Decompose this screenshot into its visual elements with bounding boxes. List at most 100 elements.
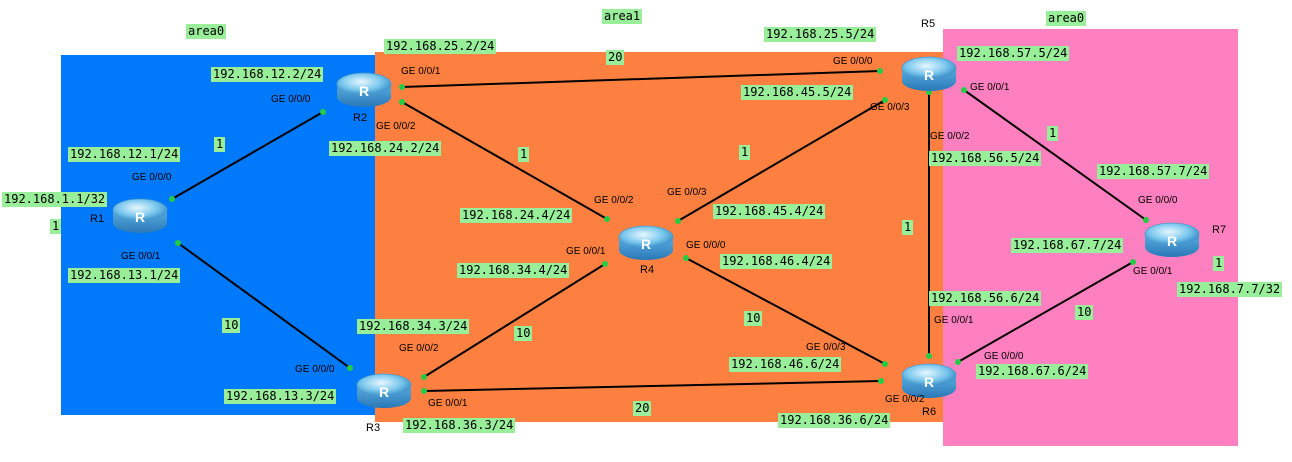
ip-r1-g000: 192.168.12.1/24: [68, 147, 181, 162]
port-r6-g002: GE 0/0/2: [885, 394, 925, 405]
ip-r6-g002: 192.168.36.6/24: [778, 413, 891, 428]
port-dot: [421, 388, 427, 394]
port-r2-g001: GE 0/0/1: [401, 66, 441, 77]
port-r4-g002: GE 0/0/2: [594, 195, 634, 206]
cost-r4-r5: 1: [739, 145, 751, 160]
ip-r2-g002: 192.168.24.2/24: [329, 141, 442, 156]
router-r7-icon[interactable]: [1144, 222, 1200, 258]
port-r1-g001: GE 0/0/1: [121, 251, 161, 262]
port-r5-g001: GE 0/0/1: [970, 82, 1010, 93]
router-r1-icon[interactable]: [112, 198, 168, 234]
router-r6-icon[interactable]: [901, 363, 957, 399]
link-r3-r4: [423, 263, 606, 378]
port-r5-g003: GE 0/0/3: [870, 102, 910, 113]
port-r5-g002: GE 0/0/2: [930, 131, 970, 142]
port-dot: [878, 378, 884, 384]
port-dot: [882, 97, 888, 103]
port-dot: [683, 255, 689, 261]
ip-r3-g002: 192.168.34.3/24: [357, 319, 470, 334]
router-r4-icon[interactable]: [618, 225, 674, 261]
ip-r6-g000: 192.168.67.6/24: [976, 364, 1089, 379]
router-r4-name: R4: [640, 264, 655, 276]
port-r4-g003: GE 0/0/3: [667, 187, 707, 198]
cost-r4-r6: 10: [744, 311, 763, 326]
port-dot: [421, 374, 427, 380]
router-r6-name: R6: [922, 406, 937, 418]
ip-r5-g002: 192.168.56.5/24: [929, 151, 1042, 166]
router-r5-name: R5: [921, 18, 936, 30]
port-dot: [399, 99, 405, 105]
ip-r1-g001: 192.168.13.1/24: [68, 268, 181, 283]
port-dot: [882, 361, 888, 367]
link-r1-r3: [177, 242, 351, 369]
ip-r2-g000: 192.168.12.2/24: [211, 67, 324, 82]
link-r4-r5: [677, 99, 886, 222]
router-r5-icon[interactable]: [901, 56, 957, 92]
port-r3-g000: GE 0/0/0: [295, 364, 335, 375]
link-r2-r5: [401, 70, 881, 88]
port-r5-g000: GE 0/0/0: [833, 56, 873, 67]
ip-r7-g001: 192.168.67.7/24: [1011, 238, 1124, 253]
port-dot: [961, 87, 967, 93]
ip-r4-g000: 192.168.46.4/24: [720, 254, 833, 269]
cost-r3-r4: 10: [514, 326, 533, 341]
port-dot: [1143, 217, 1149, 223]
ip-r3-g001: 192.168.36.3/24: [403, 418, 516, 433]
port-r7-g000: GE 0/0/0: [1138, 195, 1178, 206]
link-r5-r7: [963, 89, 1147, 221]
cost-r1-r2: 1: [214, 137, 226, 152]
link-r4-r6: [685, 257, 886, 365]
port-dot: [320, 109, 326, 115]
ip-r4-g002: 192.168.24.4/24: [460, 208, 573, 223]
port-dot: [347, 365, 353, 371]
cost-r5-r6: 1: [902, 220, 914, 235]
port-r6-g000: GE 0/0/0: [984, 351, 1024, 362]
port-dot: [675, 218, 681, 224]
port-r3-g001: GE 0/0/1: [428, 398, 468, 409]
cost-r3-r6: 20: [633, 401, 652, 416]
ip-r1-loopback: 192.168.1.1/32: [2, 192, 108, 207]
ip-r2-g001: 192.168.25.2/24: [384, 39, 497, 54]
router-r1-name: R1: [90, 213, 105, 225]
cost-r2-r5: 20: [606, 50, 625, 65]
cost-r7-loopback: 1: [1213, 256, 1225, 271]
area0-left-region: [61, 55, 375, 415]
ip-r6-g003: 192.168.46.6/24: [729, 357, 842, 372]
cost-r2-r4: 1: [518, 147, 530, 162]
ip-r4-g003: 192.168.45.4/24: [713, 204, 826, 219]
link-r6-r7: [957, 261, 1134, 363]
port-r3-g002: GE 0/0/2: [399, 343, 439, 354]
port-dot: [399, 84, 405, 90]
router-r7-name: R7: [1212, 224, 1227, 236]
port-r7-g001: GE 0/0/1: [1133, 266, 1173, 277]
ip-r7-loopback: 192.168.7.7/32: [1177, 282, 1283, 297]
port-dot: [1130, 259, 1136, 265]
cost-r1-r3: 10: [222, 318, 241, 333]
port-r6-g001: GE 0/0/1: [934, 315, 974, 326]
port-dot: [926, 353, 932, 359]
port-dot: [602, 261, 608, 267]
port-r2-g000: GE 0/0/0: [271, 94, 311, 105]
area-label-left: area0: [186, 24, 227, 39]
ip-r6-g001: 192.168.56.6/24: [929, 291, 1042, 306]
ip-r4-g001: 192.168.34.4/24: [457, 263, 570, 278]
ip-r5-g001: 192.168.57.5/24: [957, 46, 1070, 61]
link-r2-r4: [401, 101, 608, 220]
ip-r3-g000: 192.168.13.3/24: [224, 389, 337, 404]
link-r1-r2: [171, 111, 324, 200]
ip-r5-g000: 192.168.25.5/24: [764, 27, 877, 42]
ip-r7-g000: 192.168.57.7/24: [1097, 164, 1210, 179]
cost-r1-loopback: 1: [50, 219, 62, 234]
cost-r6-r7: 10: [1075, 305, 1094, 320]
port-dot: [877, 68, 883, 74]
port-r6-g003: GE 0/0/3: [806, 342, 846, 353]
port-r4-g000: GE 0/0/0: [686, 240, 726, 251]
port-dot: [955, 359, 961, 365]
link-r3-r6: [423, 380, 882, 392]
port-r4-g001: GE 0/0/1: [566, 246, 606, 257]
router-r3-icon[interactable]: [356, 373, 412, 409]
router-r2-icon[interactable]: [336, 72, 392, 108]
router-r3-name: R3: [366, 422, 381, 434]
port-dot: [169, 196, 175, 202]
